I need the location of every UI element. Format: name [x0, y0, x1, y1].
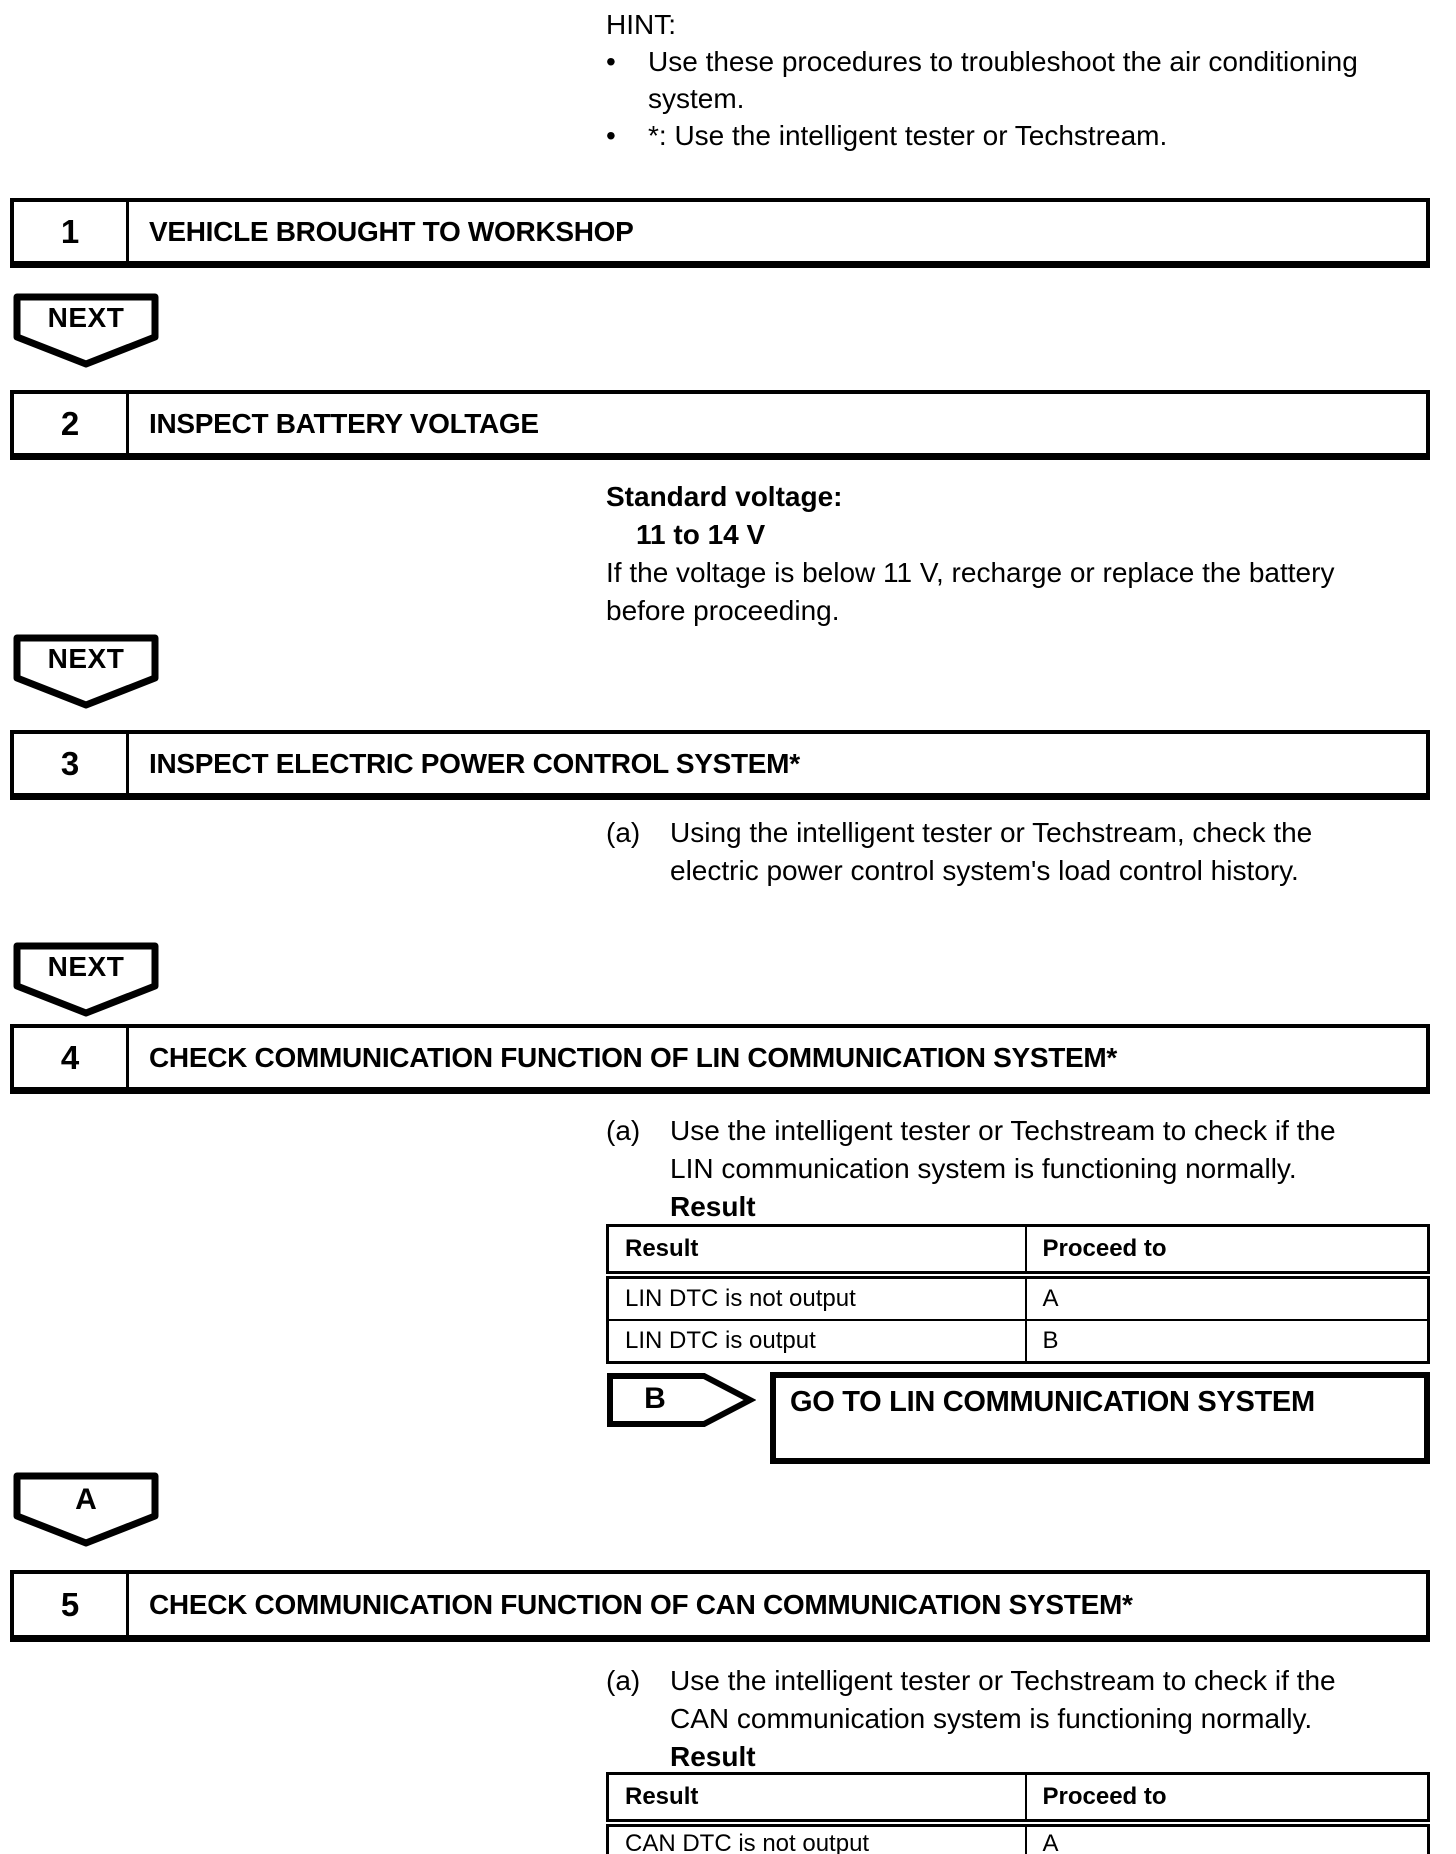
step-1-box: 1 VEHICLE BROUGHT TO WORKSHOP — [10, 198, 1430, 268]
battery-spec: Standard voltage: 11 to 14 V If the volt… — [606, 478, 1334, 630]
proceed-to-cell: A — [1024, 1274, 1430, 1321]
spec-heading: Standard voltage: — [606, 481, 843, 512]
proceed-to-column-header: Proceed to — [1024, 1772, 1430, 1827]
result-column-header: Result — [606, 1772, 1027, 1827]
hint-bullet-2: • *: Use the intelligent tester or Techs… — [606, 117, 1358, 154]
step-4-title: CHECK COMMUNICATION FUNCTION OF LIN COMM… — [149, 1041, 1118, 1073]
result-cell: LIN DTC is output — [606, 1319, 1027, 1364]
branch-a-label: A — [75, 1483, 97, 1516]
spec-note-line: before proceeding. — [606, 595, 840, 626]
item-marker: (a) — [606, 817, 641, 848]
instruction-text: Use the intelligent tester or Techstream… — [670, 1662, 1336, 1776]
hint-bullet-1-text: Use these procedures to troubleshoot the… — [648, 43, 1358, 117]
proceed-to-column-header: Proceed to — [1024, 1224, 1430, 1279]
instruction-line: Use the intelligent tester or Techstream… — [670, 1115, 1336, 1146]
result-cell: CAN DTC is not output — [606, 1822, 1027, 1854]
instruction-line: electric power control system's load con… — [670, 855, 1299, 886]
hint-section: HINT: • Use these procedures to troubles… — [606, 6, 1358, 154]
table-row: CAN DTC is not output A — [606, 1822, 1430, 1854]
next-label: NEXT — [47, 643, 125, 674]
spec-value: 11 to 14 V — [636, 519, 766, 550]
table-row: LIN DTC is not output A — [606, 1274, 1430, 1321]
step-2-number: 2 — [14, 394, 129, 453]
branch-b-badge: B — [606, 1372, 756, 1428]
hint-bullet-1: • Use these procedures to troubleshoot t… — [606, 43, 1358, 117]
instruction-line: CAN communication system is functioning … — [670, 1703, 1313, 1734]
goto-lin-box: GO TO LIN COMMUNICATION SYSTEM — [770, 1372, 1430, 1464]
hint-line: Use these procedures to troubleshoot the… — [648, 46, 1358, 77]
next-connector-3: NEXT — [13, 942, 159, 1018]
result-heading: Result — [670, 1741, 756, 1772]
step-3-box: 3 INSPECT ELECTRIC POWER CONTROL SYSTEM* — [10, 730, 1430, 800]
step-1-number: 1 — [14, 202, 129, 261]
step-3-number: 3 — [14, 734, 129, 793]
result-heading: Result — [670, 1191, 756, 1222]
item-marker: (a) — [606, 1115, 641, 1146]
instruction-line: LIN communication system is functioning … — [670, 1153, 1297, 1184]
spec-note-line: If the voltage is below 11 V, recharge o… — [606, 557, 1335, 588]
next-label: NEXT — [47, 951, 125, 982]
step-2-box: 2 INSPECT BATTERY VOLTAGE — [10, 390, 1430, 460]
step-5-box: 5 CHECK COMMUNICATION FUNCTION OF CAN CO… — [10, 1570, 1430, 1642]
table-header-row: Result Proceed to — [606, 1772, 1430, 1827]
hint-line: *: Use the intelligent tester or Techstr… — [648, 120, 1168, 151]
step-5-number: 5 — [14, 1574, 129, 1635]
next-connector-1: NEXT — [13, 293, 159, 369]
step-1-title: VEHICLE BROUGHT TO WORKSHOP — [149, 215, 634, 247]
step-4-instruction: (a) Use the intelligent tester or Techst… — [606, 1112, 1336, 1226]
table-header-row: Result Proceed to — [606, 1224, 1430, 1279]
step-4-number: 4 — [14, 1028, 129, 1087]
table-row: LIN DTC is output B — [606, 1319, 1430, 1364]
next-connector-2: NEXT — [13, 634, 159, 710]
hint-label: HINT: — [606, 9, 676, 40]
next-label: NEXT — [47, 302, 125, 333]
step-4-result-table: Result Proceed to LIN DTC is not output … — [606, 1224, 1430, 1364]
hint-bullet-2-text: *: Use the intelligent tester or Techstr… — [648, 117, 1167, 154]
instruction-text: Use the intelligent tester or Techstream… — [670, 1112, 1336, 1226]
result-cell: LIN DTC is not output — [606, 1274, 1027, 1321]
hint-line: system. — [648, 83, 745, 114]
proceed-to-cell: A — [1024, 1822, 1430, 1854]
branch-b-label: B — [644, 1382, 666, 1415]
result-column-header: Result — [606, 1224, 1027, 1279]
bullet-icon: • — [606, 120, 616, 151]
instruction-line: Using the intelligent tester or Techstre… — [670, 817, 1313, 848]
step-2-title: INSPECT BATTERY VOLTAGE — [149, 407, 539, 439]
bullet-icon: • — [606, 46, 616, 77]
step-5-title: CHECK COMMUNICATION FUNCTION OF CAN COMM… — [149, 1588, 1133, 1620]
branch-a-badge: A — [13, 1472, 159, 1548]
instruction-line: Use the intelligent tester or Techstream… — [670, 1665, 1336, 1696]
step-3-instruction: (a) Using the intelligent tester or Tech… — [606, 814, 1312, 890]
step-5-result-table: Result Proceed to CAN DTC is not output … — [606, 1772, 1430, 1854]
proceed-to-cell: B — [1024, 1319, 1430, 1364]
step-4-box: 4 CHECK COMMUNICATION FUNCTION OF LIN CO… — [10, 1024, 1430, 1094]
instruction-text: Using the intelligent tester or Techstre… — [670, 814, 1312, 890]
step-3-title: INSPECT ELECTRIC POWER CONTROL SYSTEM* — [149, 747, 800, 779]
item-marker: (a) — [606, 1665, 641, 1696]
step-5-instruction: (a) Use the intelligent tester or Techst… — [606, 1662, 1336, 1776]
